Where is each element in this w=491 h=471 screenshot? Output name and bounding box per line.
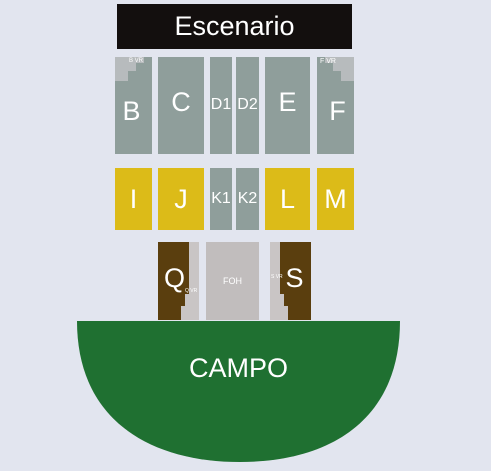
section-s[interactable]: S VR S xyxy=(270,242,311,320)
section-f-label: F xyxy=(329,96,346,126)
campo-label-wrap: CAMPO xyxy=(77,350,400,386)
section-q[interactable]: Q VR Q xyxy=(158,242,199,320)
stage: Escenario xyxy=(117,4,352,49)
section-d1[interactable]: D1 xyxy=(210,57,232,154)
section-s-vr-label: S VR xyxy=(271,274,283,280)
section-k1[interactable]: K1 xyxy=(210,168,232,230)
section-l-label: L xyxy=(279,183,296,214)
section-j-label: J xyxy=(174,183,188,214)
campo-label: CAMPO xyxy=(188,352,288,383)
section-m-label: M xyxy=(324,183,347,214)
foh-area: FOH xyxy=(206,242,259,320)
section-j[interactable]: J xyxy=(158,168,204,230)
section-d2-label: D2 xyxy=(237,96,258,113)
section-b[interactable]: B VR B xyxy=(115,57,152,154)
section-e[interactable]: E xyxy=(265,57,310,154)
section-d2[interactable]: D2 xyxy=(236,57,259,154)
section-k2[interactable]: K2 xyxy=(236,168,259,230)
section-c-label: C xyxy=(171,87,191,117)
foh-label: FOH xyxy=(223,276,242,286)
section-i-label: I xyxy=(129,183,138,214)
section-l[interactable]: L xyxy=(265,168,310,230)
section-q-vr-label: Q VR xyxy=(185,288,198,294)
section-k1-label: K1 xyxy=(211,190,231,207)
section-e-label: E xyxy=(278,87,297,117)
section-m[interactable]: M xyxy=(317,168,354,230)
section-b-vr-label: B VR xyxy=(129,58,144,64)
section-d1-label: D1 xyxy=(210,96,232,113)
section-c[interactable]: C xyxy=(158,57,204,154)
section-b-label: B xyxy=(122,96,141,126)
section-k2-label: K2 xyxy=(237,190,258,207)
section-q-label: Q xyxy=(163,262,185,293)
section-i[interactable]: I xyxy=(115,168,152,230)
section-f[interactable]: F VR F xyxy=(317,57,354,154)
section-s-label: S xyxy=(285,262,304,293)
stage-label: Escenario xyxy=(174,11,295,41)
section-f-vr-label: F VR xyxy=(320,58,336,65)
